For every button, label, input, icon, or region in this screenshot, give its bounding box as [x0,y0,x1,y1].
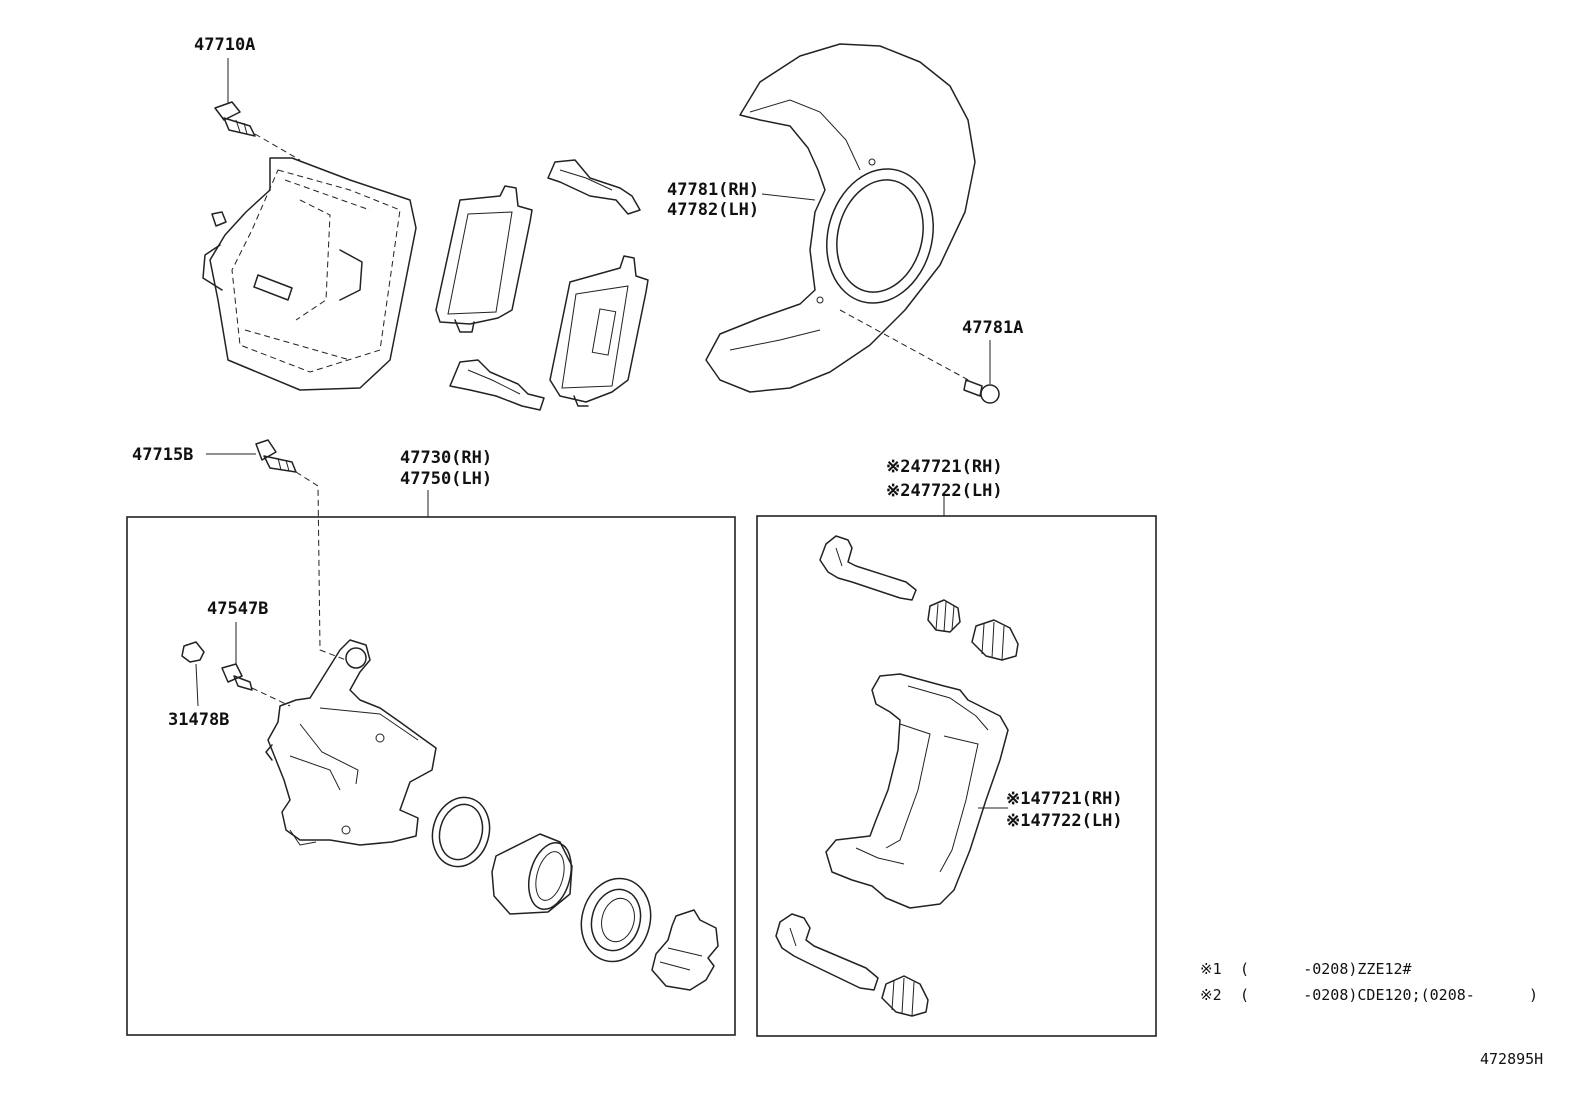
slide-pin-boot-lower [881,975,929,1017]
slide-pin-lower [775,913,879,991]
label-31478B: 31478B [168,710,229,730]
pad-support-plate-upper [547,159,641,215]
illustration-id: 472895H [1480,1050,1543,1068]
note-1-mark: ※1 [1200,960,1222,978]
label-47750-lh: 47750(LH) [400,469,492,489]
label-bracket-kit-rh: ※247721(RH) [886,457,1003,477]
bolt-47781A [839,309,1000,404]
cap-31478B [181,641,205,707]
brake-dust-cover [705,43,976,393]
slide-bushing [927,599,961,633]
label-mounting-rh: ※147721(RH) [1006,789,1123,809]
caliper-cylinder-body [265,639,437,846]
slide-pin-boot-upper [971,619,1019,661]
bleeder-plug-47547B [221,622,291,707]
brake-pad-inner [549,255,649,407]
label-47730-rh: 47730(RH) [400,448,492,468]
disc-brake-cylinder-mounting [825,673,1009,909]
note-2-mark: ※2 [1200,986,1222,1004]
applicability-notes: ※1 ( -0208)ZZE12# ※2 ( -0208)CDE120;(020… [1200,960,1538,1004]
piston-seal [431,796,491,868]
bolt-47715B [206,439,347,661]
label-bracket-kit-lh: ※247722(LH) [886,481,1003,501]
caliper-top-view [202,157,417,391]
note-2-text: ( -0208)CDE120;(0208- ) [1240,986,1538,1004]
caliper-assembly-box [126,516,736,1036]
anti-squeal-shim [651,909,719,991]
slide-pin-upper [819,535,917,601]
note-1-text: ( -0208)ZZE12# [1240,960,1412,978]
bolt-47710A [214,58,301,161]
cylinder-boot [580,877,652,963]
label-47781-rh: 47781(RH) [667,180,759,200]
mounting-kit-box [756,515,1157,1037]
brake-pad-outer [435,185,533,333]
pad-support-plate-lower [449,359,545,411]
label-47547B: 47547B [207,599,268,619]
caliper-piston [491,833,573,915]
label-47715B: 47715B [132,445,193,465]
label-47710A: 47710A [194,35,255,55]
label-47781A: 47781A [962,318,1023,338]
label-mounting-lh: ※147722(LH) [1006,811,1123,831]
label-47782-lh: 47782(LH) [667,200,759,220]
